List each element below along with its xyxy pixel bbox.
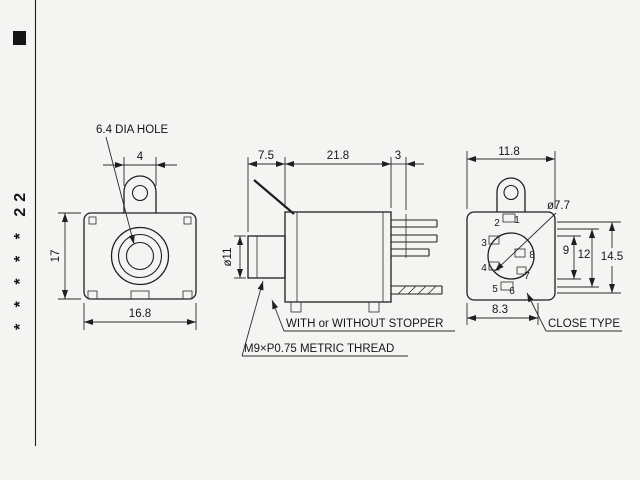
side-dim-barrel-label: ø11: [222, 248, 234, 267]
rear-hole-callout: ø7.7: [494, 200, 570, 272]
rear-dim-width: 11.8: [466, 146, 556, 209]
front-jack-hole: [125, 241, 155, 271]
front-view: 4 6.4 DIA HOLE 17 16.8: [50, 124, 197, 330]
sheet-margin: * * * * * 22: [12, 0, 37, 446]
margin-side-label: * * * * * 22: [12, 187, 29, 330]
side-thread-note: M9×P0.75 METRIC THREAD: [241, 280, 408, 357]
front-left-foot: [87, 290, 98, 300]
side-view: 7.5 21.8 3 ø11 WITH or WITHOUT STOPPER M…: [222, 150, 455, 357]
front-hole-label: 6.4 DIA HOLE: [96, 124, 169, 136]
rear-pin-3: 3: [481, 238, 487, 249]
side-thread-note-label: M9×P0.75 METRIC THREAD: [244, 343, 394, 355]
rear-dim-mid-label: 12: [578, 249, 591, 261]
rear-pin-1: 1: [514, 215, 520, 226]
side-dim-pin-label: 3: [395, 150, 401, 162]
front-mount-tab: [123, 175, 157, 213]
rear-pin-5: 5: [492, 284, 498, 295]
rear-pin-numbers: 1 2 3 4 5 6 7 8: [481, 215, 535, 297]
front-bottom-lug: [130, 290, 150, 300]
rear-tab-hole: [503, 184, 519, 201]
front-dim-height: 17: [50, 212, 81, 300]
rear-pin-4: 4: [481, 263, 487, 274]
front-tab-hole: [131, 184, 149, 202]
front-nut-circle: [117, 233, 163, 279]
rear-dim-outer-label: 14.5: [601, 251, 623, 263]
rear-type-note: CLOSE TYPE: [526, 292, 622, 332]
front-dim-tab-label: 4: [137, 151, 144, 163]
rear-hole-label: ø7.7: [547, 200, 570, 212]
rear-dim-stack: 9 12 14.5: [557, 221, 623, 294]
side-dim-barrel: ø11: [222, 235, 246, 279]
front-dim-width: 16.8: [83, 303, 197, 330]
rear-pin-6: 6: [509, 286, 515, 297]
side-right-leg: [368, 301, 380, 313]
side-dim-chain: 7.5 21.8 3: [247, 150, 424, 232]
margin-mark: [13, 31, 26, 45]
rear-dim-bottom: 8.3: [466, 303, 539, 325]
side-dim-body-label: 21.8: [327, 150, 349, 162]
front-bushing-circle: [110, 226, 170, 286]
rear-hole-circle: [487, 232, 535, 280]
front-hole-callout: 6.4 DIA HOLE: [96, 124, 169, 245]
rear-view: 1 2 3 4 5 6 7 8 ø7.7 11.8 9: [466, 146, 623, 332]
rear-dim-inner-label: 9: [563, 245, 569, 257]
front-dim-height-label: 17: [50, 250, 62, 263]
front-corner-boss-left: [88, 216, 97, 225]
rear-mount-tab: [496, 177, 526, 212]
side-threaded-bushing: [247, 235, 286, 279]
side-left-leg: [290, 301, 302, 313]
front-body-outline: [83, 212, 197, 300]
rear-dim-width-label: 11.8: [498, 146, 520, 158]
front-dim-width-label: 16.8: [129, 308, 151, 320]
rear-dim-bottom-label: 8.3: [492, 304, 508, 316]
rear-pin-8: 8: [529, 250, 535, 261]
side-stopper-lever: [253, 179, 295, 215]
rear-pin-7: 7: [524, 271, 530, 282]
side-stopper-note-label: WITH or WITHOUT STOPPER: [286, 318, 443, 330]
front-corner-boss-right: [183, 216, 192, 225]
side-body-outline: [284, 211, 392, 303]
side-stopper-note: WITH or WITHOUT STOPPER: [271, 299, 455, 332]
side-dim-bushing-label: 7.5: [258, 150, 274, 162]
rear-pin-2: 2: [494, 218, 500, 229]
front-right-foot: [182, 290, 193, 300]
rear-body-outline: [466, 211, 556, 301]
rear-type-note-label: CLOSE TYPE: [548, 318, 620, 330]
side-terminals: [391, 214, 443, 295]
